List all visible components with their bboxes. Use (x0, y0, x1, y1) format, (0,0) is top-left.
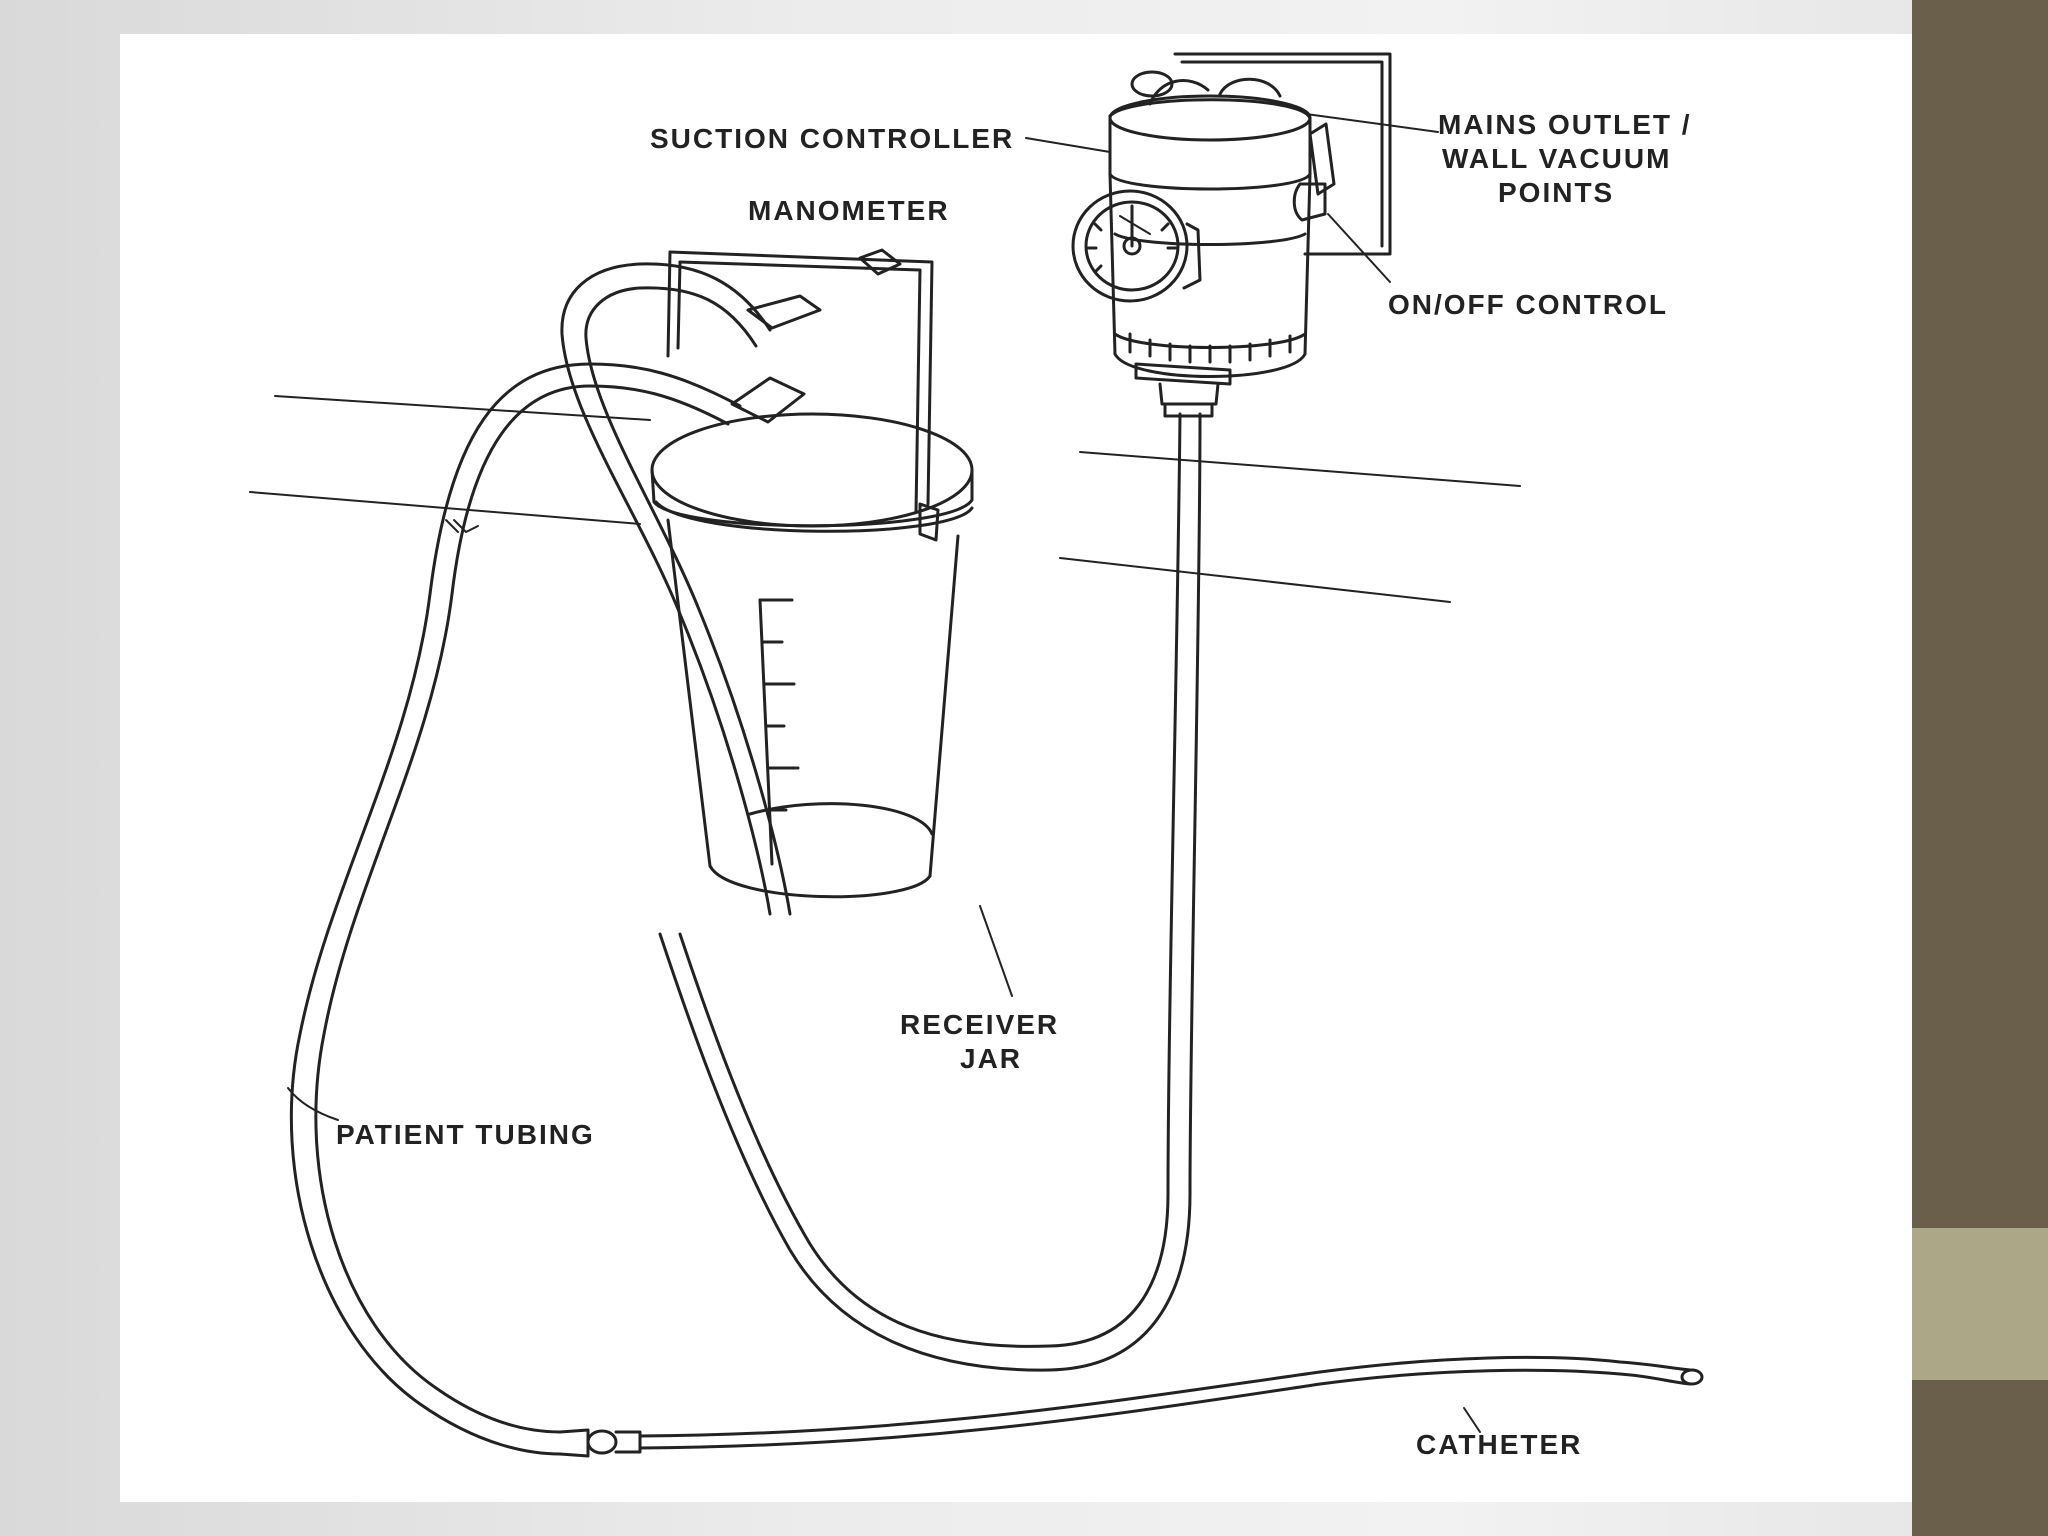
patient-tubing (289, 362, 742, 1456)
receiver-jar (650, 248, 974, 899)
wall-plate (1173, 52, 1392, 256)
diagram-panel: SUCTION CONTROLLER MAINS OUTLET / WALL V… (120, 34, 1912, 1502)
suction-controller-unit (1108, 70, 1336, 418)
label-mains-outlet-line3: POINTS (1498, 177, 1614, 208)
catheter (558, 1355, 1704, 1458)
label-receiver-jar-line2: JAR (960, 1043, 1022, 1074)
suction-apparatus-diagram: SUCTION CONTROLLER MAINS OUTLET / WALL V… (249, 52, 1704, 1460)
vacuum-hose (658, 412, 1202, 1372)
label-mains-outlet-line2: WALL VACUUM (1442, 143, 1671, 174)
shelf-lines (249, 395, 1521, 603)
label-catheter: CATHETER (1416, 1429, 1582, 1460)
label-receiver-jar-line1: RECEIVER (900, 1009, 1059, 1040)
leader-lines (287, 113, 1481, 1433)
label-manometer: MANOMETER (748, 195, 950, 226)
decorative-sidebar-accent (1912, 1228, 2048, 1380)
label-suction-controller: SUCTION CONTROLLER (650, 123, 1014, 154)
label-on-off-control: ON/OFF CONTROL (1388, 289, 1668, 320)
label-mains-outlet-line1: MAINS OUTLET / (1438, 109, 1692, 140)
jar-connection-tubing (560, 262, 792, 916)
manometer-gauge (1071, 189, 1202, 303)
label-patient-tubing: PATIENT TUBING (336, 1119, 595, 1150)
